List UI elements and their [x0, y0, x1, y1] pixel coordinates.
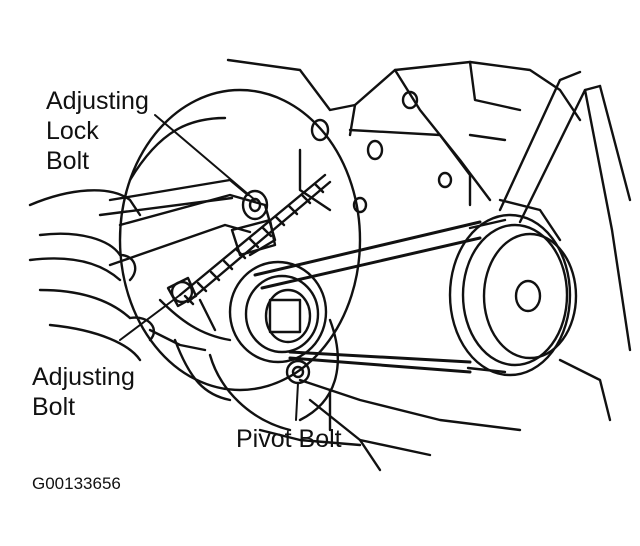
drive-belt: [253, 220, 482, 374]
adjusting-bolt-rod: [166, 173, 332, 308]
alternator-body: [118, 88, 362, 432]
adjusting-lock-bolt-label: Adjusting Lock Bolt: [46, 87, 149, 175]
hand-with-wrench: [28, 178, 250, 362]
lower-bracket: [258, 378, 522, 472]
adjusting-bolt-label: Adjusting Bolt: [32, 363, 135, 421]
engine-block: [226, 58, 582, 242]
upper-drive-belt: [498, 70, 632, 352]
pivot-bolt-label: Pivot Bolt: [236, 425, 342, 453]
crankshaft-pulley: [448, 213, 612, 422]
figure-code: G00133656: [32, 474, 121, 493]
leader-lines: [119, 114, 299, 421]
alternator-pulley: [228, 260, 328, 364]
